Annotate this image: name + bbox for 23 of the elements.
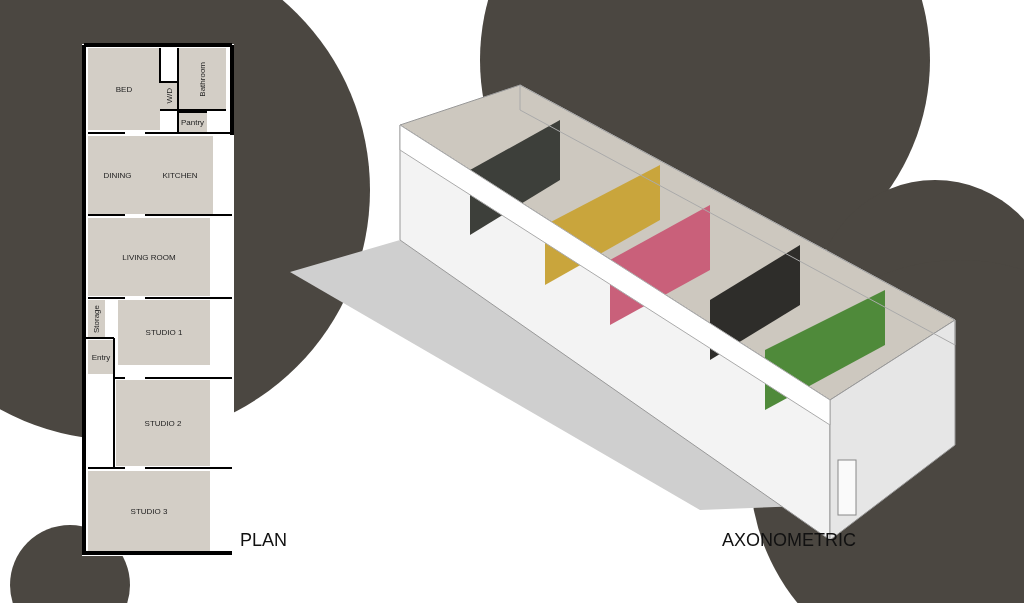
room [116, 380, 210, 466]
room-label: DINING [103, 170, 132, 180]
room-label: LIVING ROOM [122, 252, 176, 262]
room-label: STUDIO 3 [130, 506, 168, 516]
room [88, 471, 210, 551]
room-label: KITCHEN [162, 170, 198, 180]
room [88, 136, 213, 214]
room [88, 300, 105, 338]
room-label: W/D [164, 88, 174, 104]
room-label: Pantry [180, 117, 205, 127]
room [88, 48, 160, 130]
room [88, 218, 210, 296]
room-label: BED [115, 84, 133, 94]
room [178, 48, 226, 110]
room-label: Entry [91, 352, 111, 362]
plan-title: PLAN [240, 530, 288, 551]
room-label: Storage [92, 305, 101, 333]
room-label: STUDIO 2 [144, 418, 182, 428]
room [88, 340, 114, 374]
room-label: Bathroom [197, 61, 207, 97]
room [160, 82, 178, 110]
room-label: STUDIO 1 [145, 328, 183, 337]
room [118, 300, 210, 365]
